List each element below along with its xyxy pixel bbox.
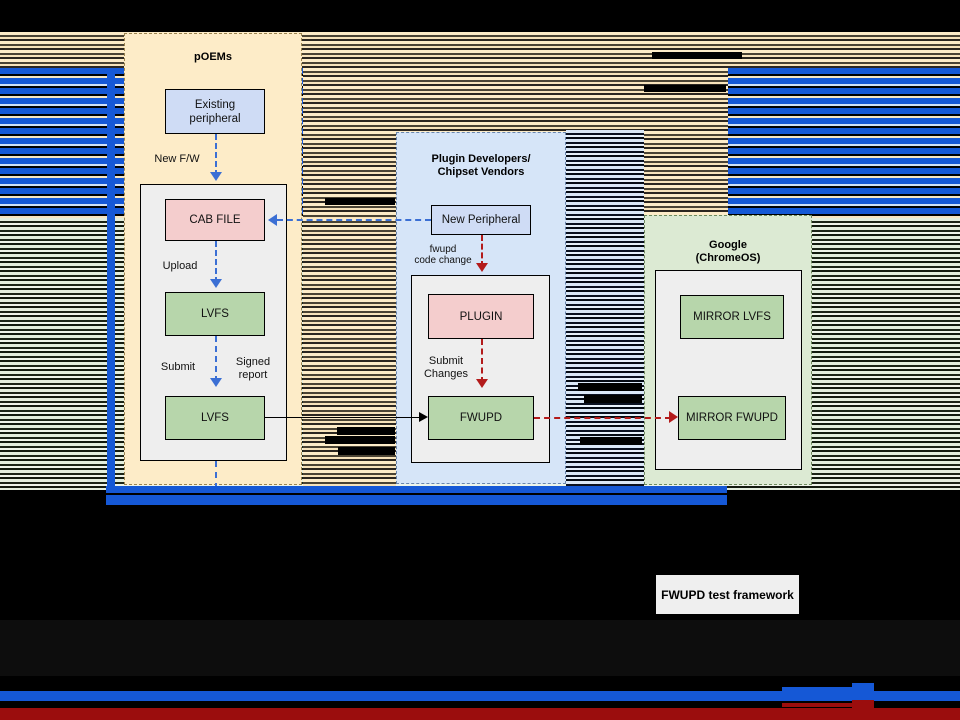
node-existing-peripheral-line2: peripheral xyxy=(189,112,241,125)
node-cab-file[interactable]: CAB FILE xyxy=(165,199,265,241)
glitch-region-lightblue xyxy=(566,130,644,488)
glitch-bottom-blue-block xyxy=(852,683,874,697)
edge-label-submit-changes-line2: Changes xyxy=(423,368,469,380)
edge-label-signed-report-line1: Signed xyxy=(235,356,271,368)
glitch-bottom-blue-full xyxy=(0,691,960,701)
glitch-bottom-red-thin xyxy=(782,703,860,707)
node-new-peripheral-label: New Peripheral xyxy=(441,214,521,226)
arrow-lvfs-to-fwupd xyxy=(265,417,420,418)
node-lvfs-lower[interactable]: LVFS xyxy=(165,396,265,440)
node-existing-peripheral[interactable]: Existing peripheral xyxy=(165,89,265,134)
arrowhead-existing-to-cab xyxy=(210,172,222,181)
glitch-bottom-red-full xyxy=(0,708,960,720)
redaction-block-5 xyxy=(325,436,395,444)
arrowhead-plugin-to-fwupd xyxy=(476,379,488,388)
arrow-new-peripheral-to-plugin xyxy=(481,235,483,267)
edge-label-fwupd-code-change-line2: code change xyxy=(414,255,472,266)
arrowhead-new-peripheral-to-plugin xyxy=(476,263,488,272)
arrow-new-peripheral-to-cab xyxy=(277,219,431,221)
node-plugin-label: PLUGIN xyxy=(459,310,503,323)
glitch-bar-blue-wide-1 xyxy=(106,486,727,493)
redaction-block-4 xyxy=(337,427,395,435)
arrowhead-cab-to-lvfs xyxy=(210,279,222,288)
edge-label-fwupd-code-change-line1: fwupd xyxy=(429,244,457,255)
redaction-block-2 xyxy=(644,85,726,92)
node-mirror-lvfs-label: MIRROR LVFS xyxy=(693,311,771,323)
node-mirror-lvfs[interactable]: MIRROR LVFS xyxy=(680,295,784,339)
panel-poems-title: pOEMs xyxy=(194,51,232,63)
node-mirror-fwupd-label: MIRROR FWUPD xyxy=(686,412,778,424)
node-existing-peripheral-line1: Existing xyxy=(194,98,236,111)
glitch-bottom-red-block xyxy=(852,700,874,714)
panel-plugin-title-line1: Plugin Developers/ xyxy=(431,153,531,165)
node-plugin[interactable]: PLUGIN xyxy=(428,294,534,339)
arrow-plugin-to-fwupd xyxy=(481,339,483,383)
arrow-fwupd-to-mirror-fwupd xyxy=(534,417,671,419)
glitch-col-left-blue-solid xyxy=(107,70,115,220)
node-cab-file-label: CAB FILE xyxy=(189,214,241,226)
node-new-peripheral[interactable]: New Peripheral xyxy=(431,205,531,235)
glitch-band-black-lower xyxy=(0,490,960,620)
arrow-cab-to-lvfs xyxy=(215,241,217,283)
glitch-bar-blue-wide-2 xyxy=(106,495,727,505)
redaction-block-8 xyxy=(584,395,642,403)
node-fwupd-label: FWUPD xyxy=(459,412,503,424)
edge-label-submit: Submit xyxy=(160,361,196,373)
redaction-block-3 xyxy=(325,198,395,205)
glitch-col-right-green xyxy=(812,218,960,490)
edge-label-signed-report-line2: report xyxy=(238,369,268,381)
node-mirror-fwupd[interactable]: MIRROR FWUPD xyxy=(678,396,786,440)
glitch-band-black-bottom xyxy=(0,676,960,720)
glitch-col-left-blue xyxy=(0,68,107,218)
glitch-col-left-blue-lower xyxy=(107,218,115,490)
node-lvfs-upper[interactable]: LVFS xyxy=(165,292,265,336)
caption-fwupd-test-framework: FWUPD test framework xyxy=(656,575,799,614)
panel-google-title-line1: Google xyxy=(709,239,747,251)
arrowhead-lvfs-upper-to-lower xyxy=(210,378,222,387)
glitch-col-left-green xyxy=(0,218,107,490)
node-fwupd[interactable]: FWUPD xyxy=(428,396,534,440)
redaction-block-9 xyxy=(580,437,642,445)
glitch-bottom-blue-thin xyxy=(782,687,860,691)
arrow-existing-to-cab xyxy=(215,134,217,176)
panel-plugin-title-line2: Chipset Vendors xyxy=(437,166,525,178)
node-lvfs-upper-label: LVFS xyxy=(201,308,229,320)
arrow-lvfs-upper-to-lower xyxy=(215,336,217,382)
node-lvfs-lower-label: LVFS xyxy=(201,412,229,424)
arrowhead-new-peripheral-to-cab xyxy=(268,214,277,226)
glitch-band-top-black xyxy=(0,0,960,32)
glitch-band-dark-lower xyxy=(0,620,960,676)
arrowhead-fwupd-to-mirror-fwupd xyxy=(669,411,678,423)
redaction-block-6 xyxy=(338,447,395,455)
arrowhead-lvfs-to-fwupd xyxy=(419,412,428,422)
edge-label-upload: Upload xyxy=(162,260,198,272)
redaction-block-7 xyxy=(578,383,642,391)
edge-label-new-fw: New F/W xyxy=(154,153,200,165)
redaction-block-1 xyxy=(652,52,742,59)
panel-google-title-line2: (ChromeOS) xyxy=(695,252,761,264)
caption-label: FWUPD test framework xyxy=(661,587,794,602)
arrow-poems-exit-down xyxy=(215,461,217,489)
edge-label-submit-changes-line1: Submit xyxy=(428,355,464,367)
